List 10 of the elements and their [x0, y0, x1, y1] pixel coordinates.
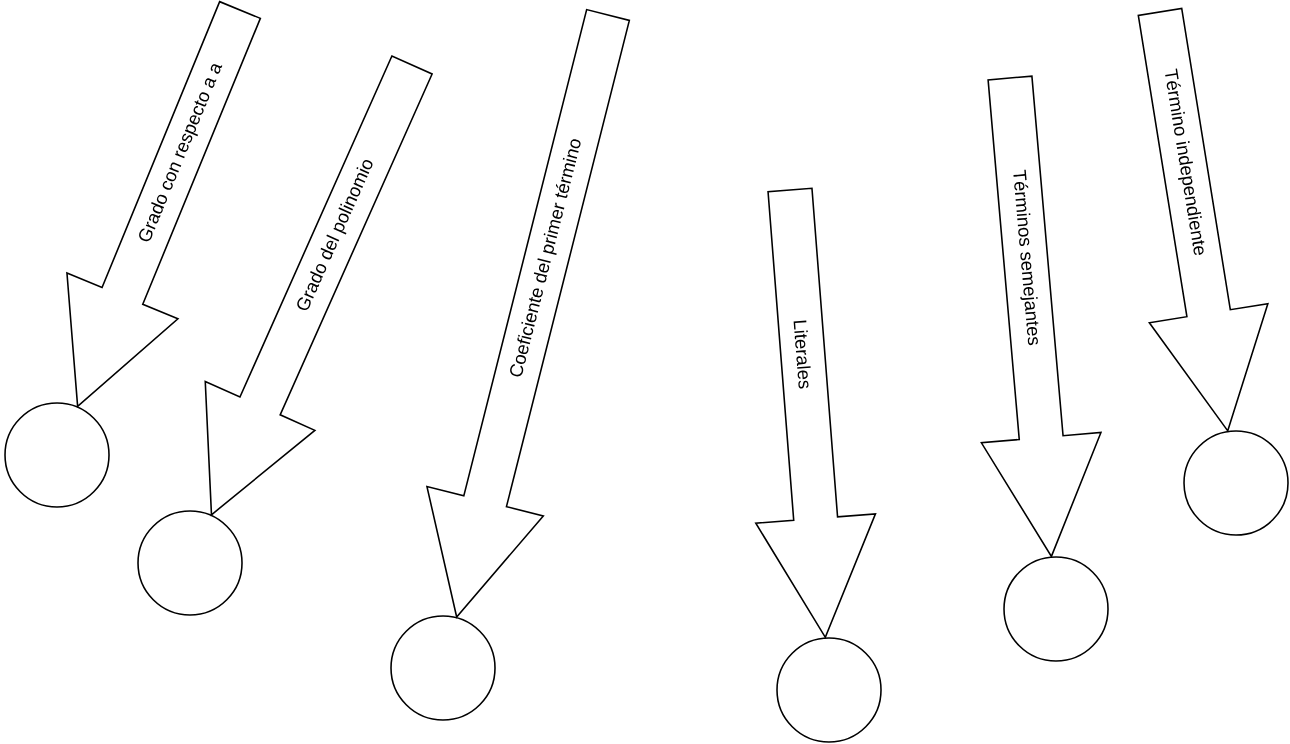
edge-label: Término independiente — [1158, 66, 1210, 260]
answer-circle — [776, 637, 882, 743]
answer-circle — [1183, 430, 1289, 536]
block-arrow — [754, 187, 877, 640]
answer-circle — [137, 510, 243, 616]
edge-label: Términos semejantes — [1007, 167, 1044, 349]
answer-circle — [1003, 556, 1109, 662]
edge-label: Literales — [791, 317, 815, 392]
answer-circle — [4, 402, 110, 508]
answer-circle — [390, 615, 496, 721]
